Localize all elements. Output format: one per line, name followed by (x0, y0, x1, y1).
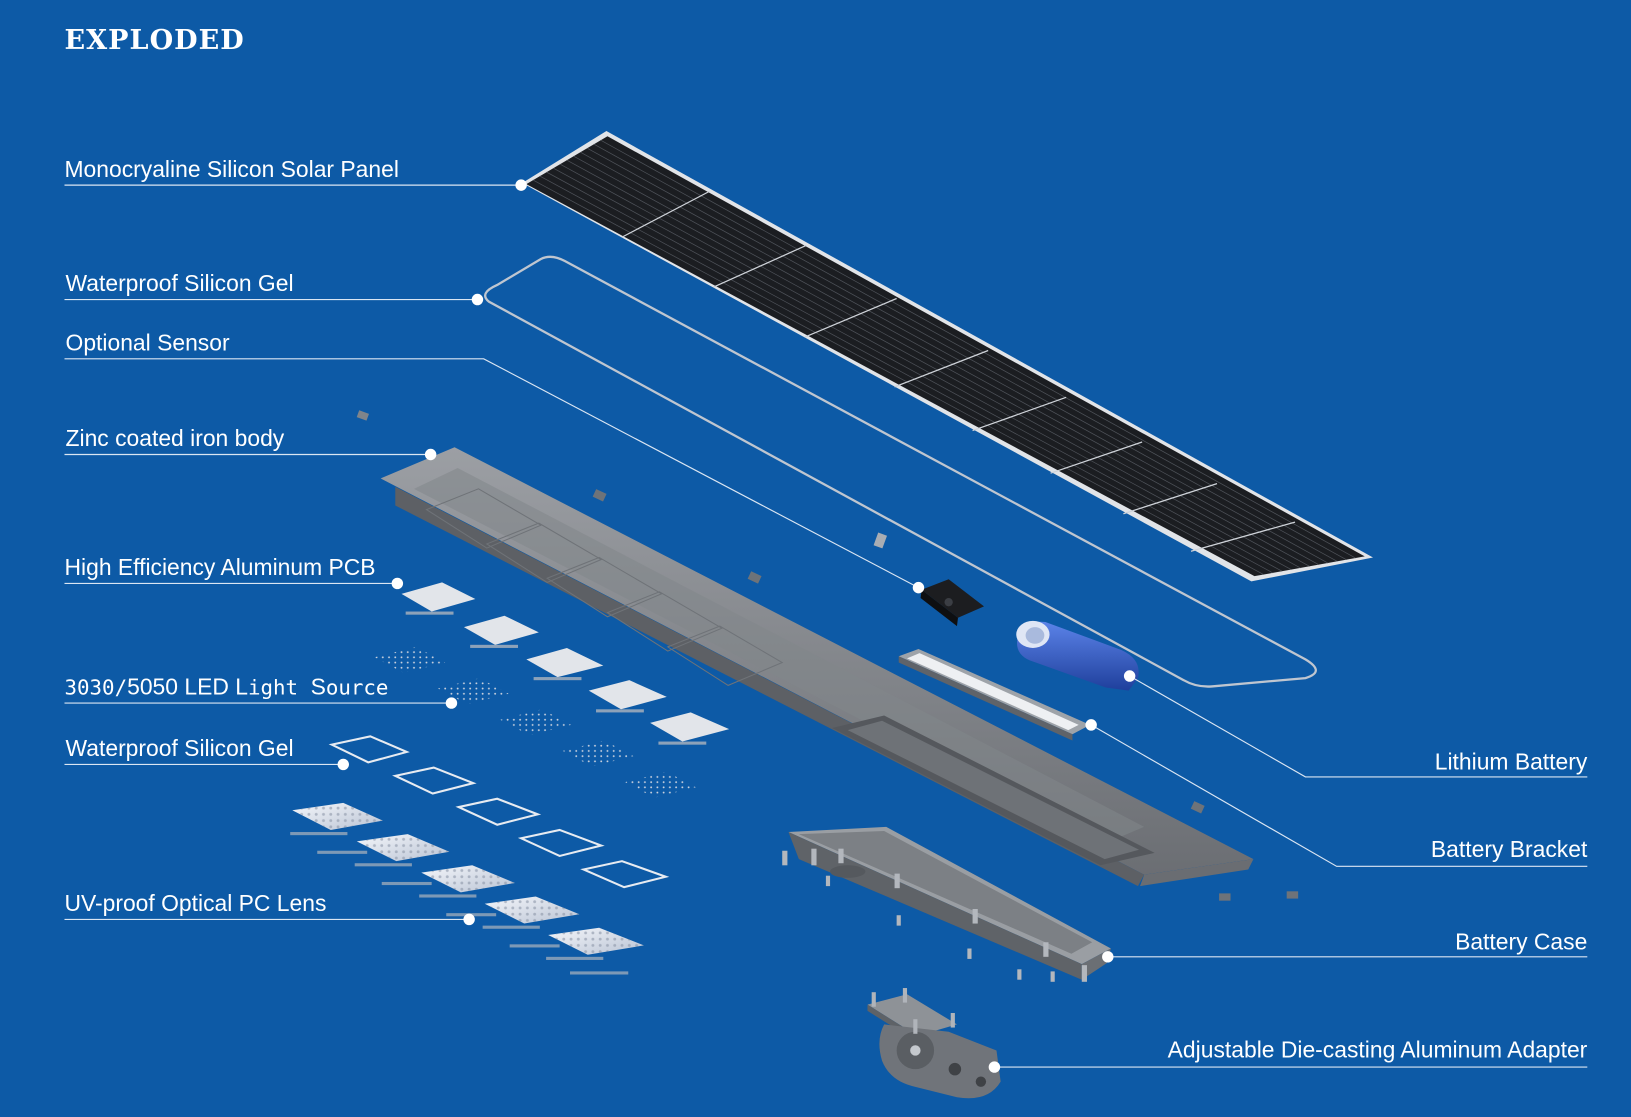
label-battery-case: Battery Case (1455, 929, 1587, 955)
pc-lens-group (292, 802, 644, 955)
panel-cell-line (532, 179, 1264, 575)
clip-part (873, 532, 888, 549)
panel-cell-line (546, 171, 1283, 572)
led-light-source-group (374, 646, 696, 798)
clip-part (1219, 893, 1231, 901)
panel-cell-line (593, 143, 1347, 561)
silicon-gel-top-outline (484, 255, 1317, 688)
panel-cell-line (559, 163, 1301, 569)
label-aluminum-pcb: High Efficiency Aluminum PCB (64, 554, 375, 580)
clip-part (747, 571, 762, 584)
panel-cell-line (600, 139, 1356, 559)
aluminum-pcb-group (401, 582, 730, 742)
label-silicon-gel-top: Waterproof Silicon Gel (66, 270, 294, 296)
clip-part (1286, 891, 1299, 899)
clip-part (592, 489, 607, 502)
panel-cell-line (539, 175, 1274, 574)
label-adapter: Adjustable Die-casting Aluminum Adapter (1168, 1037, 1588, 1063)
label-silicon-gel-bottom: Waterproof Silicon Gel (66, 735, 294, 761)
lens-screws (290, 832, 629, 975)
battery-case (782, 826, 1111, 982)
leader-lines (64, 184, 1588, 1068)
iron-body (380, 447, 1254, 887)
panel-cell-line (566, 159, 1310, 567)
panel-cell-line (587, 147, 1338, 562)
clip-part (1190, 801, 1205, 814)
label-battery-bracket: Battery Bracket (1431, 836, 1588, 862)
label-pc-lens: UV-proof Optical PC Lens (64, 890, 326, 916)
screw-part (356, 410, 369, 421)
solar-panel (522, 131, 1374, 582)
panel-cell-line (573, 155, 1319, 565)
label-solar-panel: Monocryaline Silicon Solar Panel (64, 156, 398, 182)
label-led-source: 3030/5050 LED Light Source (64, 674, 388, 700)
page-title: EXPLODED (64, 25, 244, 56)
label-optional-sensor: Optional Sensor (66, 329, 230, 355)
silicon-gel-rings (328, 735, 670, 889)
panel-cell-line (580, 151, 1329, 564)
pcb-screws (405, 611, 707, 745)
leader-dots (337, 179, 1136, 1073)
aluminum-adapter (867, 988, 1001, 1099)
battery-bracket (898, 648, 1091, 741)
label-iron-body: Zinc coated iron body (66, 425, 285, 451)
optional-sensor (920, 579, 985, 627)
lithium-battery (1016, 620, 1139, 691)
panel-cell-line (553, 167, 1292, 570)
label-lithium-battery: Lithium Battery (1435, 749, 1588, 775)
